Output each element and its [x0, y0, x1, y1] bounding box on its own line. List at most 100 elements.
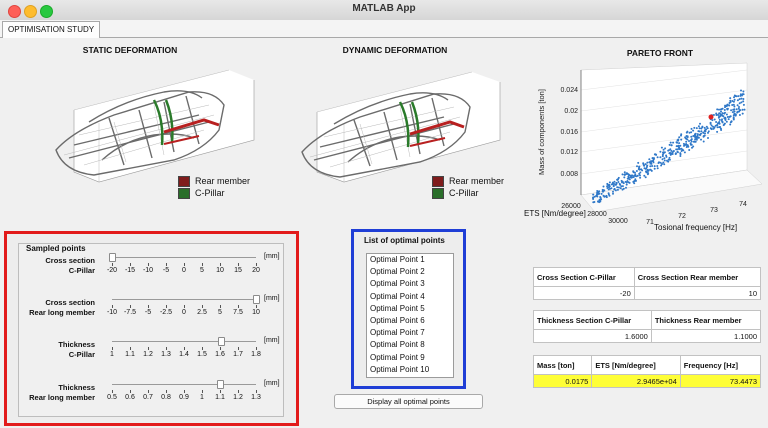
pareto-point [698, 130, 701, 133]
pareto-point [703, 126, 706, 129]
slider-track[interactable] [112, 299, 256, 300]
pareto-point [743, 108, 746, 111]
slider-tick-label: 10 [252, 309, 260, 316]
pareto-point [660, 164, 663, 167]
pareto-point [656, 156, 659, 159]
optimal-point-item[interactable]: Optimal Point 5 [370, 303, 425, 313]
table-cell[interactable]: 1.6000 [533, 329, 652, 343]
optimal-point-item[interactable]: Optimal Point 1 [370, 255, 425, 264]
optimal-point-item[interactable]: Optimal Point 2 [370, 267, 425, 277]
table-cell[interactable]: -20 [533, 286, 635, 300]
optimal-point-item[interactable]: Optimal Point 11 [367, 376, 453, 378]
pareto-point [670, 149, 673, 152]
pareto-point [724, 111, 726, 114]
dynamic-deformation-plot[interactable] [262, 60, 512, 190]
static-deformation-plot[interactable] [14, 60, 264, 190]
pareto-point [596, 192, 598, 194]
slider-track[interactable] [112, 384, 256, 385]
pareto-point [616, 188, 619, 191]
slider-thumb[interactable] [109, 253, 116, 262]
table-cell[interactable]: 73.4473 [679, 374, 762, 388]
slider-tick [202, 305, 203, 308]
minimize-window-button[interactable] [24, 5, 37, 18]
table-cell[interactable]: 10 [633, 286, 762, 300]
table-cell[interactable]: 2.9465e+04 [591, 374, 681, 388]
pareto-x-tick: 28000 [587, 211, 607, 218]
pareto-point [612, 192, 614, 195]
pareto-point [723, 123, 726, 126]
pareto-z-tick: 0.02 [564, 108, 578, 115]
pareto-point [661, 163, 663, 165]
pareto-point [624, 180, 627, 183]
tab-optimisation-study[interactable]: OPTIMISATION STUDY [2, 21, 101, 38]
pareto-point [621, 173, 624, 176]
slider-tick [166, 305, 167, 308]
display-all-optimal-points-button[interactable]: Display all optimal points [334, 394, 483, 409]
pareto-point [716, 108, 719, 111]
pareto-point [636, 165, 638, 168]
pareto-point [605, 195, 608, 198]
results-table: Mass [ton]ETS [Nm/degree]Frequency [Hz] … [532, 355, 762, 388]
optimal-point-item[interactable]: Optimal Point 4 [370, 291, 425, 301]
pareto-point [593, 201, 596, 203]
pareto-point [601, 190, 604, 193]
table-header: Cross Section C-Pillar [533, 267, 635, 287]
pareto-selected-point[interactable] [708, 114, 714, 120]
pareto-front-plot[interactable]: 0.008 0.012 0.016 0.02 0.024 Mass of com… [515, 60, 765, 235]
optimal-point-item[interactable]: Optimal Point 6 [370, 315, 425, 325]
pareto-point [668, 152, 671, 155]
close-window-button[interactable] [8, 5, 21, 18]
pareto-point [661, 153, 664, 156]
slider-track[interactable] [112, 257, 256, 258]
pareto-point [721, 114, 724, 117]
optimal-point-item[interactable]: Optimal Point 8 [370, 340, 425, 350]
pareto-point [709, 127, 712, 130]
pareto-point [718, 126, 721, 129]
slider-tick-label: 1.1 [125, 351, 135, 358]
pareto-point [672, 141, 675, 144]
pareto-point [650, 169, 653, 172]
slider-tick-label: 1.3 [251, 394, 261, 401]
table-cell[interactable]: 1.1000 [650, 329, 762, 343]
pareto-point [732, 117, 735, 120]
optimal-point-item[interactable]: Optimal Point 7 [370, 328, 425, 338]
table-header: ETS [Nm/degree] [591, 355, 681, 375]
slider-unit: [mm] [264, 295, 280, 302]
table-cell[interactable]: 0.0175 [532, 374, 593, 388]
slider-unit: [mm] [264, 337, 280, 344]
pareto-point [676, 151, 679, 154]
slider-tick-label: 5 [200, 267, 204, 274]
slider-tick [184, 263, 185, 266]
slider-thumb[interactable] [218, 337, 226, 346]
pareto-point [629, 174, 632, 177]
slider-thumb[interactable] [253, 295, 260, 304]
pareto-point [727, 118, 730, 121]
pareto-point [665, 155, 668, 158]
pareto-point [736, 104, 739, 107]
pareto-point [693, 126, 696, 129]
slider-track[interactable] [112, 341, 256, 342]
pareto-point [617, 181, 620, 183]
pareto-point [676, 148, 679, 151]
slider-thumb[interactable] [217, 380, 224, 389]
table-header: Cross Section Rear member [633, 267, 762, 287]
pareto-point [718, 108, 720, 111]
optimal-points-listbox[interactable]: Optimal Point 1 Optimal Point 2 Optimal Po… [366, 253, 454, 378]
optimal-point-item[interactable]: Optimal Point 9 [370, 352, 425, 362]
pareto-point [718, 118, 721, 121]
optimal-point-item[interactable]: Optimal Point 3 [370, 279, 425, 289]
pareto-point [623, 176, 626, 179]
pareto-point [742, 90, 745, 93]
pareto-point [663, 163, 666, 166]
pareto-point [623, 171, 626, 174]
table-header: Mass [ton] [532, 355, 593, 375]
pareto-point [602, 185, 605, 188]
pareto-point [633, 180, 636, 183]
optimal-point-item[interactable]: Optimal Point 10 [370, 364, 430, 374]
zoom-window-button[interactable] [40, 5, 53, 18]
pareto-point [742, 103, 745, 106]
pareto-point [633, 171, 636, 174]
pareto-point [688, 149, 691, 151]
